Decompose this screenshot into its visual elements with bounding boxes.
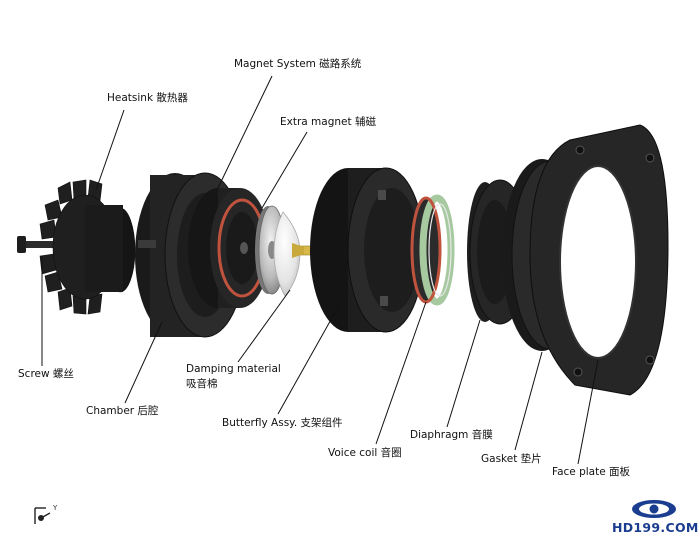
face-plate-part (529, 124, 669, 396)
logo-text: HD199.COM (612, 520, 699, 535)
label-voice-coil: Voice coil 音圈 (328, 447, 402, 459)
label-face-plate: Face plate 面板 (552, 466, 631, 478)
voice-coil-part (410, 194, 455, 306)
butterfly-assy-part (292, 167, 425, 333)
leader-magnet-system (217, 75, 273, 189)
axis-indicator: Y (32, 504, 62, 526)
leader-diaphragm (446, 319, 481, 428)
leader-damping (237, 289, 291, 363)
eye-logo-icon (632, 500, 676, 518)
leader-lines (41, 75, 599, 465)
leader-gasket (514, 351, 543, 451)
label-butterfly: Butterfly Assy. 支架组件 (222, 417, 343, 429)
label-magnet-system: Magnet System 磁路系统 (234, 58, 362, 70)
label-screw: Screw 螺丝 (18, 368, 74, 380)
leader-chamber (124, 321, 163, 404)
leader-butterfly (277, 299, 343, 415)
hd199-logo: HD199.COM (612, 498, 699, 538)
damping-material-part (273, 211, 301, 297)
label-heatsink: Heatsink 散热器 (107, 92, 188, 104)
label-extra-magnet: Extra magnet 辅磁 (280, 116, 376, 128)
label-diaphragm: Diaphragm 音膜 (410, 429, 493, 441)
leader-extra-magnet (261, 131, 308, 209)
magnet-system-part (188, 188, 270, 308)
label-chamber: Chamber 后腔 (86, 405, 159, 417)
label-gasket: Gasket 垫片 (481, 453, 542, 465)
leader-face-plate (577, 359, 599, 465)
axis-y-label: Y (53, 504, 58, 512)
label-damping-line2: 吸音棉 (186, 378, 218, 390)
leader-heatsink (95, 109, 125, 191)
heatsink-part (39, 179, 136, 315)
axis-icon (34, 507, 51, 524)
label-damping-line1: Damping material (186, 363, 281, 375)
leader-voice-coil (375, 301, 427, 445)
